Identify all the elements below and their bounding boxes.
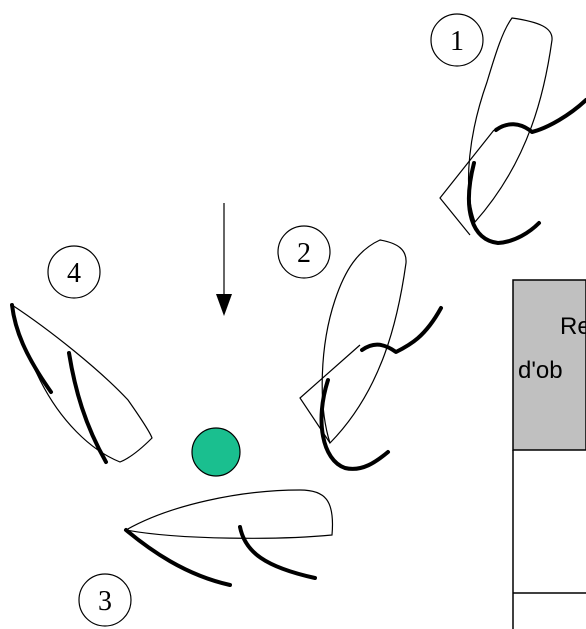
boat-3: 3 bbox=[78, 489, 334, 627]
boat-1-wake bbox=[439, 129, 495, 236]
boat-4-number: 4 bbox=[67, 258, 81, 289]
boat-3-number: 3 bbox=[98, 586, 112, 617]
wind-arrow bbox=[216, 203, 232, 316]
boat-4-number-circle bbox=[47, 245, 101, 299]
boat-2-jib bbox=[319, 378, 390, 471]
boat-2-number: 2 bbox=[297, 238, 311, 269]
table-header-line2: d'ob bbox=[518, 357, 563, 384]
boat-4-jib bbox=[67, 351, 108, 464]
boat-1-jib bbox=[466, 161, 541, 245]
boat-3-number-circle bbox=[78, 573, 132, 627]
boat-1: 1 bbox=[430, 13, 586, 245]
table-header-line1: Re bbox=[560, 313, 586, 340]
wind-arrow-head bbox=[216, 294, 232, 316]
boat-1-hull bbox=[468, 17, 553, 224]
boat-4-hull bbox=[11, 303, 153, 463]
boat-1-number: 1 bbox=[450, 26, 464, 57]
boat-4-mainsail bbox=[10, 303, 53, 394]
table-header bbox=[512, 279, 586, 451]
boat-2-hull bbox=[321, 239, 407, 445]
boat-3-jib bbox=[238, 525, 317, 580]
boat-1-mainsail bbox=[494, 98, 586, 134]
boat-2-number-circle bbox=[277, 225, 331, 279]
boat-2-mainsail bbox=[360, 306, 443, 354]
mark-buoy bbox=[191, 427, 241, 477]
boat-4: 4 bbox=[10, 245, 153, 464]
boat-1-number-circle bbox=[430, 13, 484, 67]
boat-3-mainsail bbox=[124, 528, 232, 587]
table: Re d'ob bbox=[512, 279, 586, 629]
boat-3-hull bbox=[124, 489, 334, 539]
boat-2: 2 bbox=[277, 225, 443, 471]
